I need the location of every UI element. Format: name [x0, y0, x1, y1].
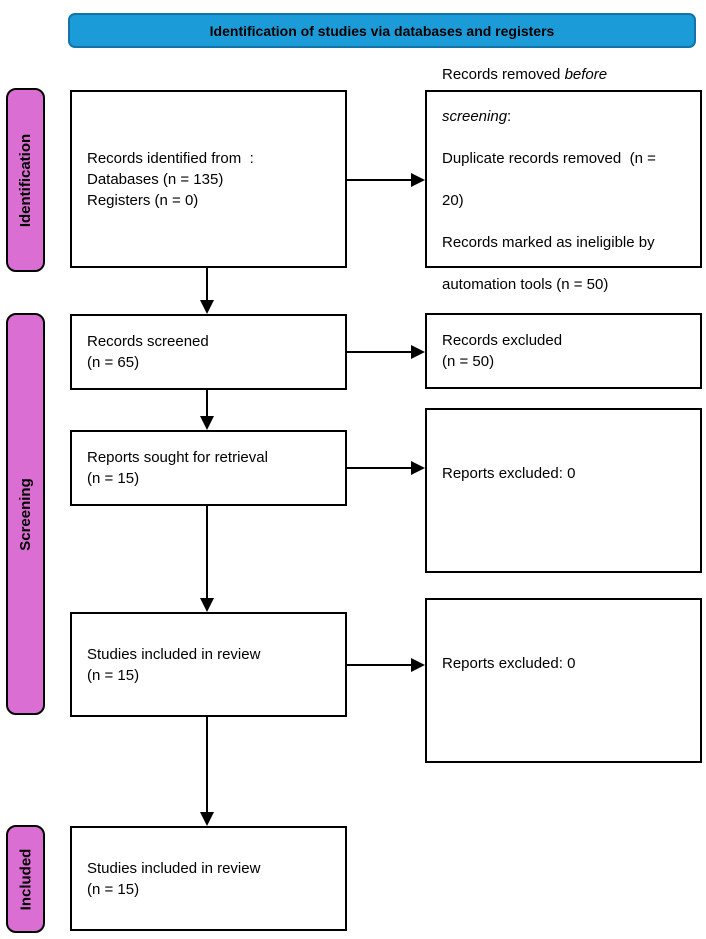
studies-included-review-box: Studies included in review (n = 15)	[70, 612, 347, 717]
sidebar-identification-label: Identification	[17, 133, 34, 227]
reports-excluded-1-text: Reports excluded: 0	[442, 465, 576, 482]
banner-title: Identification of studies via databases …	[209, 22, 555, 39]
records-identified-box: Records identified from : Databases (n =…	[70, 90, 347, 268]
records-excluded-box: Records excluded (n = 50)	[425, 313, 702, 389]
sidebar-included-label: Included	[17, 848, 35, 910]
records-excluded-text: Records excluded (n = 50)	[442, 332, 563, 370]
reports-excluded-2-text: Reports excluded: 0	[442, 655, 576, 672]
reports-sought-box: Reports sought for retrieval (n = 15)	[70, 430, 347, 506]
records-identified-text: Records identified from : Databases (n =…	[87, 149, 254, 209]
sidebar-included: Included	[6, 825, 45, 933]
reports-excluded-2-box: Reports excluded: 0	[425, 598, 702, 763]
studies-included-final-text: Studies included in review (n = 15)	[87, 859, 261, 898]
studies-included-final-box: Studies included in review (n = 15)	[70, 826, 347, 931]
records-screened-text: Records screened (n = 65)	[87, 333, 209, 371]
records-removed-text: Records removed before screening: Duplic…	[442, 65, 656, 293]
reports-excluded-1-box: Reports excluded: 0	[425, 408, 702, 573]
sidebar-screening-label: Screening	[17, 477, 34, 551]
sidebar-identification: Identification	[6, 88, 45, 272]
records-screened-box: Records screened (n = 65)	[70, 314, 347, 390]
records-removed-box: Records removed before screening: Duplic…	[425, 66, 702, 293]
studies-included-review-text: Studies included in review (n = 15)	[87, 645, 261, 684]
banner: Identification of studies via databases …	[68, 13, 696, 48]
reports-sought-text: Reports sought for retrieval (n = 15)	[87, 449, 268, 487]
sidebar-screening: Screening	[6, 313, 45, 715]
